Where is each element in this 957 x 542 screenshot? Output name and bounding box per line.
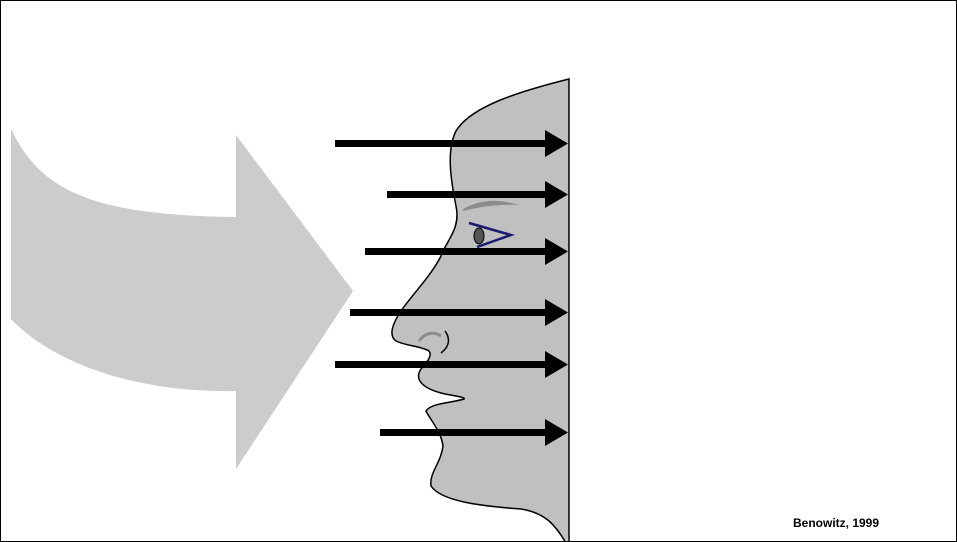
citation-text: Benowitz, 1999 <box>793 516 879 530</box>
eye-iris <box>474 228 484 244</box>
large-curved-arrow <box>11 129 353 469</box>
